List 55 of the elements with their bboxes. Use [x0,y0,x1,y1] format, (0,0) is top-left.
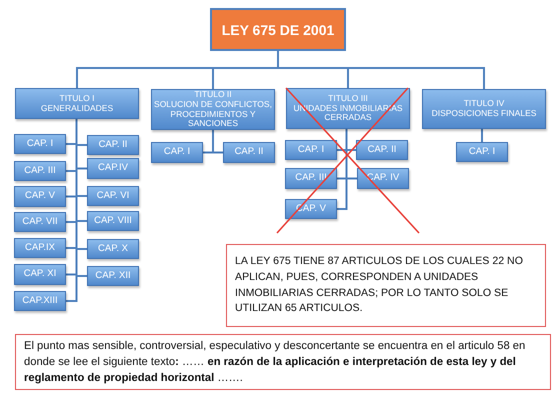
chapter-box [87,239,139,259]
chapter-box [87,135,139,155]
chapter-label: CAP. III [24,166,56,176]
chapter-box [456,142,508,162]
chapter-box [285,168,337,189]
chapter-label: CAP. I [164,147,190,158]
chapter-label: CAP. VIII [94,216,132,226]
chapter-box [87,186,139,206]
chapter-label: CAP. I [26,138,54,150]
chapter-box [223,142,275,163]
chapter-label: CAP. II [368,144,396,156]
chapter-label: CAP. II [98,140,128,150]
chapter-box [356,140,408,160]
connector-line [212,130,223,154]
note-box [226,244,546,327]
chapter-box [87,266,139,286]
title-name: GENERALIDADES [40,104,114,114]
chapter-box [14,212,66,232]
chapter-box [14,186,66,207]
chapter-label: CAP. I [298,144,324,156]
chapter-box [14,238,66,258]
law-title: LEY 675 DE 2001 [222,22,334,38]
title-name: DISPOSICIONES FINALES [432,109,536,119]
chapter-box [87,158,139,179]
title-box [422,89,546,129]
chapter-label: CAP. V [25,191,55,202]
chapter-label: CAP. VI [96,190,130,202]
chapter-label: CAP. X [98,244,128,254]
chapter-box [14,291,66,311]
chapter-label: CAP. XI [24,269,56,280]
title-number: TITULO IV [464,99,504,109]
note-box [15,334,551,390]
title-box [151,89,275,130]
chapter-label: CAP. VII [22,216,58,228]
chapter-label: CAP.XIII [22,296,58,306]
chapter-label: CAP. XII [95,270,131,282]
chapter-box [14,161,66,181]
title-name: SOLUCION DE CONFLICTOS, PROCEDIMIENTOS Y SANCIONES [153,100,273,130]
chapter-box [14,134,66,154]
chapter-box [14,264,66,285]
title-number: TITULO II [194,90,232,100]
chapter-label: CAP. II [234,147,264,158]
note-text: LA LEY 675 TIENE 87 ARTICULOS DE LOS CUALES 22 NO APLICAN, PUES, CORRESPONDEN A UNIDADES INMOBILIARIAS CERRADAS; POR LO TANTO SOLO SE UTILIZAN 65 ARTICULOS. [235,254,524,316]
chapter-box [285,140,337,160]
chapter-label: CAP.IX [25,242,55,254]
law-title-box [210,8,346,51]
chapter-label: CAP. I [468,146,496,158]
title-number: TITULO III [328,94,368,104]
chapter-label: CAP.IV [98,163,128,174]
title-number: TITULO I [60,94,94,104]
connector-line [481,129,483,142]
chapter-box [87,211,139,231]
note-text: El punto mas sensible, controversial, especulativo y desconcertante se encuentra en el articulo 58 en donde se lee el siguiente texto: …… en razón de la aplicación e interpretación de esta ley y del reglamento de propiedad horizontal ……. [24,338,526,386]
chapter-box [151,142,203,163]
title-box [15,88,139,119]
